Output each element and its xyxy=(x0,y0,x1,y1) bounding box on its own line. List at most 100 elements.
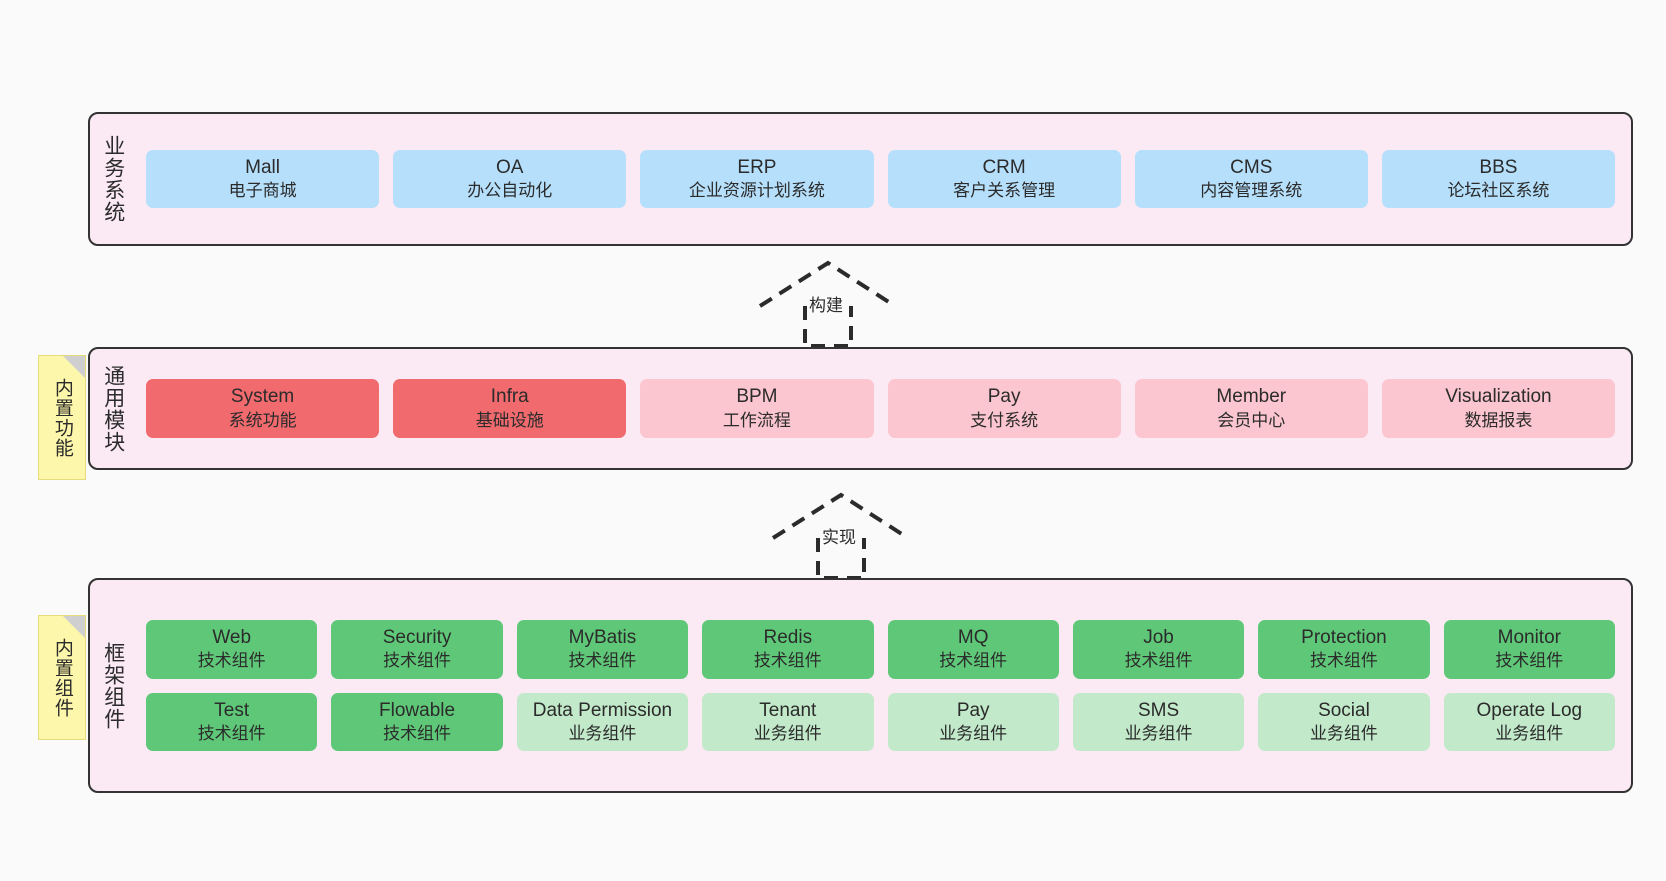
card-subtitle: 业务组件 xyxy=(1309,724,1378,744)
card-title: Pay xyxy=(987,386,1021,408)
card-title: Security xyxy=(382,626,452,648)
card-sms[interactable]: SMS 业务组件 xyxy=(1072,692,1245,752)
note-label: 内置功能 xyxy=(51,377,73,458)
connector-implement: 实现 xyxy=(768,490,913,580)
card-title: Social xyxy=(1318,699,1370,721)
card-subtitle: 技术组件 xyxy=(1495,651,1564,671)
layer-framework-components[interactable]: 框架组件 Web 技术组件 Security 技术组件 MyBatis 技术组件… xyxy=(88,578,1633,793)
card-title: Protection xyxy=(1301,626,1387,648)
card-cms[interactable]: CMS 内容管理系统 xyxy=(1134,149,1368,209)
card-pay-business[interactable]: Pay 业务组件 xyxy=(887,692,1059,752)
card-oa[interactable]: OA 办公自动化 xyxy=(393,149,627,209)
layer-common-modules[interactable]: 通用模块 System 系统功能 Infra 基础设施 BPM 工作流程 Pay… xyxy=(88,347,1633,470)
card-subtitle: 技术组件 xyxy=(1124,651,1193,671)
layer-body-common-modules: System 系统功能 Infra 基础设施 BPM 工作流程 Pay 支付系统… xyxy=(136,349,1631,468)
card-bbs[interactable]: BBS 论坛社区系统 xyxy=(1381,149,1616,209)
card-subtitle: 业务组件 xyxy=(568,724,637,744)
layer-body-framework-components: Web 技术组件 Security 技术组件 MyBatis 技术组件 Redi… xyxy=(136,580,1631,791)
card-title: MQ xyxy=(957,626,989,648)
card-system[interactable]: System 系统功能 xyxy=(146,379,380,438)
note-label: 内置组件 xyxy=(51,637,73,718)
card-subtitle: 技术组件 xyxy=(383,651,452,671)
layer-body-business-systems: Mall 电子商城 OA 办公自动化 ERP 企业资源计划系统 CRM 客户关系… xyxy=(136,114,1631,244)
card-data-permission[interactable]: Data Permission 业务组件 xyxy=(516,692,689,752)
card-protection[interactable]: Protection 技术组件 xyxy=(1258,619,1430,679)
card-title: Tenant xyxy=(759,699,817,721)
card-subtitle: 会员中心 xyxy=(1217,410,1286,430)
card-subtitle: 基础设施 xyxy=(475,410,544,430)
card-subtitle: 技术组件 xyxy=(383,724,452,744)
card-subtitle: 支付系统 xyxy=(970,410,1039,430)
card-subtitle: 电子商城 xyxy=(228,181,297,201)
card-subtitle: 工作流程 xyxy=(722,410,791,430)
card-title: Flowable xyxy=(379,699,456,721)
card-redis[interactable]: Redis 技术组件 xyxy=(702,619,874,679)
card-member[interactable]: Member 会员中心 xyxy=(1134,379,1368,438)
card-test[interactable]: Test 技术组件 xyxy=(146,692,318,752)
card-monitor[interactable]: Monitor 技术组件 xyxy=(1443,619,1615,679)
note-builtin-features[interactable]: 内置功能 xyxy=(38,355,86,480)
card-erp[interactable]: ERP 企业资源计划系统 xyxy=(640,149,874,209)
card-mall[interactable]: Mall 电子商城 xyxy=(146,149,380,209)
card-title: Pay xyxy=(956,699,990,721)
dashed-hollow-arrow-icon xyxy=(771,492,910,580)
layer-business-systems[interactable]: 业务系统 Mall 电子商城 OA 办公自动化 ERP 企业资源计划系统 CRM… xyxy=(88,112,1633,246)
card-title: Member xyxy=(1216,386,1287,408)
card-bpm[interactable]: BPM 工作流程 xyxy=(640,379,874,438)
card-pay[interactable]: Pay 支付系统 xyxy=(887,379,1121,438)
card-subtitle: 技术组件 xyxy=(568,651,637,671)
card-subtitle: 系统功能 xyxy=(228,410,297,430)
card-title: Data Permission xyxy=(532,699,673,721)
card-crm[interactable]: CRM 客户关系管理 xyxy=(887,149,1121,209)
card-flowable[interactable]: Flowable 技术组件 xyxy=(331,692,503,752)
card-title: BBS xyxy=(1479,156,1518,178)
card-title: System xyxy=(230,386,295,408)
card-title: Mall xyxy=(245,156,280,178)
card-title: CRM xyxy=(982,156,1026,178)
framework-row-business: Test 技术组件 Flowable 技术组件 Data Permission … xyxy=(146,692,1615,752)
card-operate-log[interactable]: Operate Log 业务组件 xyxy=(1443,692,1615,752)
card-subtitle: 技术组件 xyxy=(197,651,266,671)
card-subtitle: 数据报表 xyxy=(1464,410,1533,430)
note-builtin-components[interactable]: 内置组件 xyxy=(38,615,86,740)
card-web[interactable]: Web 技术组件 xyxy=(146,619,318,679)
layer-title-common-modules: 通用模块 xyxy=(101,364,125,453)
connector-build: 构建 xyxy=(755,258,900,348)
card-title: Job xyxy=(1143,626,1174,648)
card-subtitle: 论坛社区系统 xyxy=(1447,181,1550,201)
card-subtitle: 企业资源计划系统 xyxy=(688,181,825,201)
card-title: OA xyxy=(496,156,524,178)
card-title: Infra xyxy=(490,386,529,408)
connector-implement-label: 实现 xyxy=(822,528,856,547)
card-subtitle: 内容管理系统 xyxy=(1200,181,1303,201)
note-fold-corner-icon xyxy=(63,616,85,638)
card-title: ERP xyxy=(737,156,777,178)
card-infra[interactable]: Infra 基础设施 xyxy=(393,379,627,438)
card-title: Redis xyxy=(763,626,813,648)
framework-row-technical: Web 技术组件 Security 技术组件 MyBatis 技术组件 Redi… xyxy=(146,619,1615,679)
card-social[interactable]: Social 业务组件 xyxy=(1258,692,1430,752)
card-title: Monitor xyxy=(1497,626,1561,648)
card-job[interactable]: Job 技术组件 xyxy=(1072,619,1245,679)
card-tenant[interactable]: Tenant 业务组件 xyxy=(702,692,874,752)
layer-title-business-systems: 业务系统 xyxy=(101,135,125,223)
card-subtitle: 客户关系管理 xyxy=(953,181,1056,201)
card-subtitle: 业务组件 xyxy=(939,724,1008,744)
connector-build-label: 构建 xyxy=(809,296,843,315)
card-title: CMS xyxy=(1230,156,1273,178)
card-title: Web xyxy=(212,626,252,648)
layer-title-framework-components: 框架组件 xyxy=(101,641,125,730)
card-subtitle: 技术组件 xyxy=(1309,651,1378,671)
card-mq[interactable]: MQ 技术组件 xyxy=(887,619,1059,679)
note-fold-corner-icon xyxy=(63,356,85,378)
card-title: Operate Log xyxy=(1476,699,1583,721)
card-title: Test xyxy=(214,699,250,721)
dashed-hollow-arrow-icon xyxy=(758,260,897,348)
card-subtitle: 业务组件 xyxy=(1124,724,1193,744)
card-security[interactable]: Security 技术组件 xyxy=(331,619,503,679)
card-subtitle: 业务组件 xyxy=(1495,724,1564,744)
card-subtitle: 业务组件 xyxy=(753,724,822,744)
card-mybatis[interactable]: MyBatis 技术组件 xyxy=(516,619,689,679)
card-visualization[interactable]: Visualization 数据报表 xyxy=(1381,379,1616,438)
